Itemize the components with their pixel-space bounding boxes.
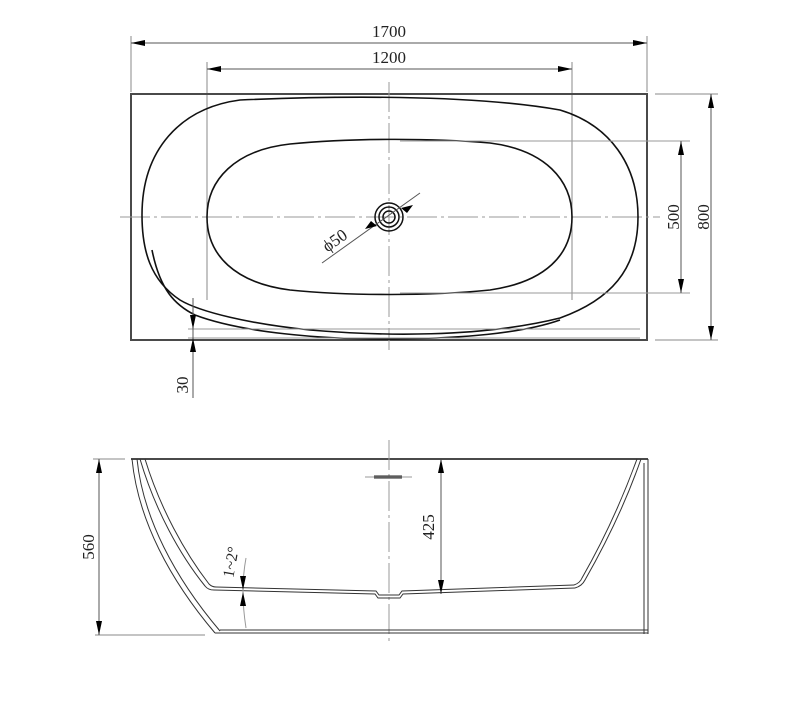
inner-width-label: 500 — [664, 204, 683, 230]
dimension-flare-offset: 30 — [173, 298, 640, 398]
tub-rim-outline — [141, 96, 639, 335]
left-inner-wall — [139, 458, 215, 591]
dimension-overall-height: 560 — [79, 458, 205, 636]
dimension-inner-width: 500 — [400, 140, 690, 294]
right-inner-wall — [574, 458, 642, 589]
tub-inner-floor — [213, 587, 576, 599]
side-view: 560 425 1~2° — [79, 440, 649, 645]
overall-length-label: 1700 — [372, 22, 406, 41]
overall-width-label: 800 — [694, 204, 713, 230]
inner-length-label: 1200 — [372, 48, 406, 67]
tub-lower-flare-outline — [151, 249, 561, 340]
flare-offset-label: 30 — [173, 377, 192, 394]
inner-depth-label: 425 — [419, 514, 438, 540]
dimension-floor-slope: 1~2° — [221, 545, 247, 629]
drain-symbol: ϕ50 — [319, 192, 421, 264]
dimension-inner-length: 1200 — [206, 48, 573, 300]
floor-slope-label: 1~2° — [221, 545, 243, 579]
overall-height-label: 560 — [79, 534, 98, 560]
dimension-inner-depth: 425 — [419, 459, 444, 594]
dimension-overall-length: 1700 — [130, 22, 648, 92]
left-outer-wall — [131, 458, 216, 634]
drain-diameter-label: ϕ50 — [319, 225, 351, 255]
dimension-overall-width: 800 — [655, 93, 718, 341]
tub-inner-basin — [206, 138, 573, 296]
plan-view: 1700 1200 800 — [120, 22, 718, 398]
